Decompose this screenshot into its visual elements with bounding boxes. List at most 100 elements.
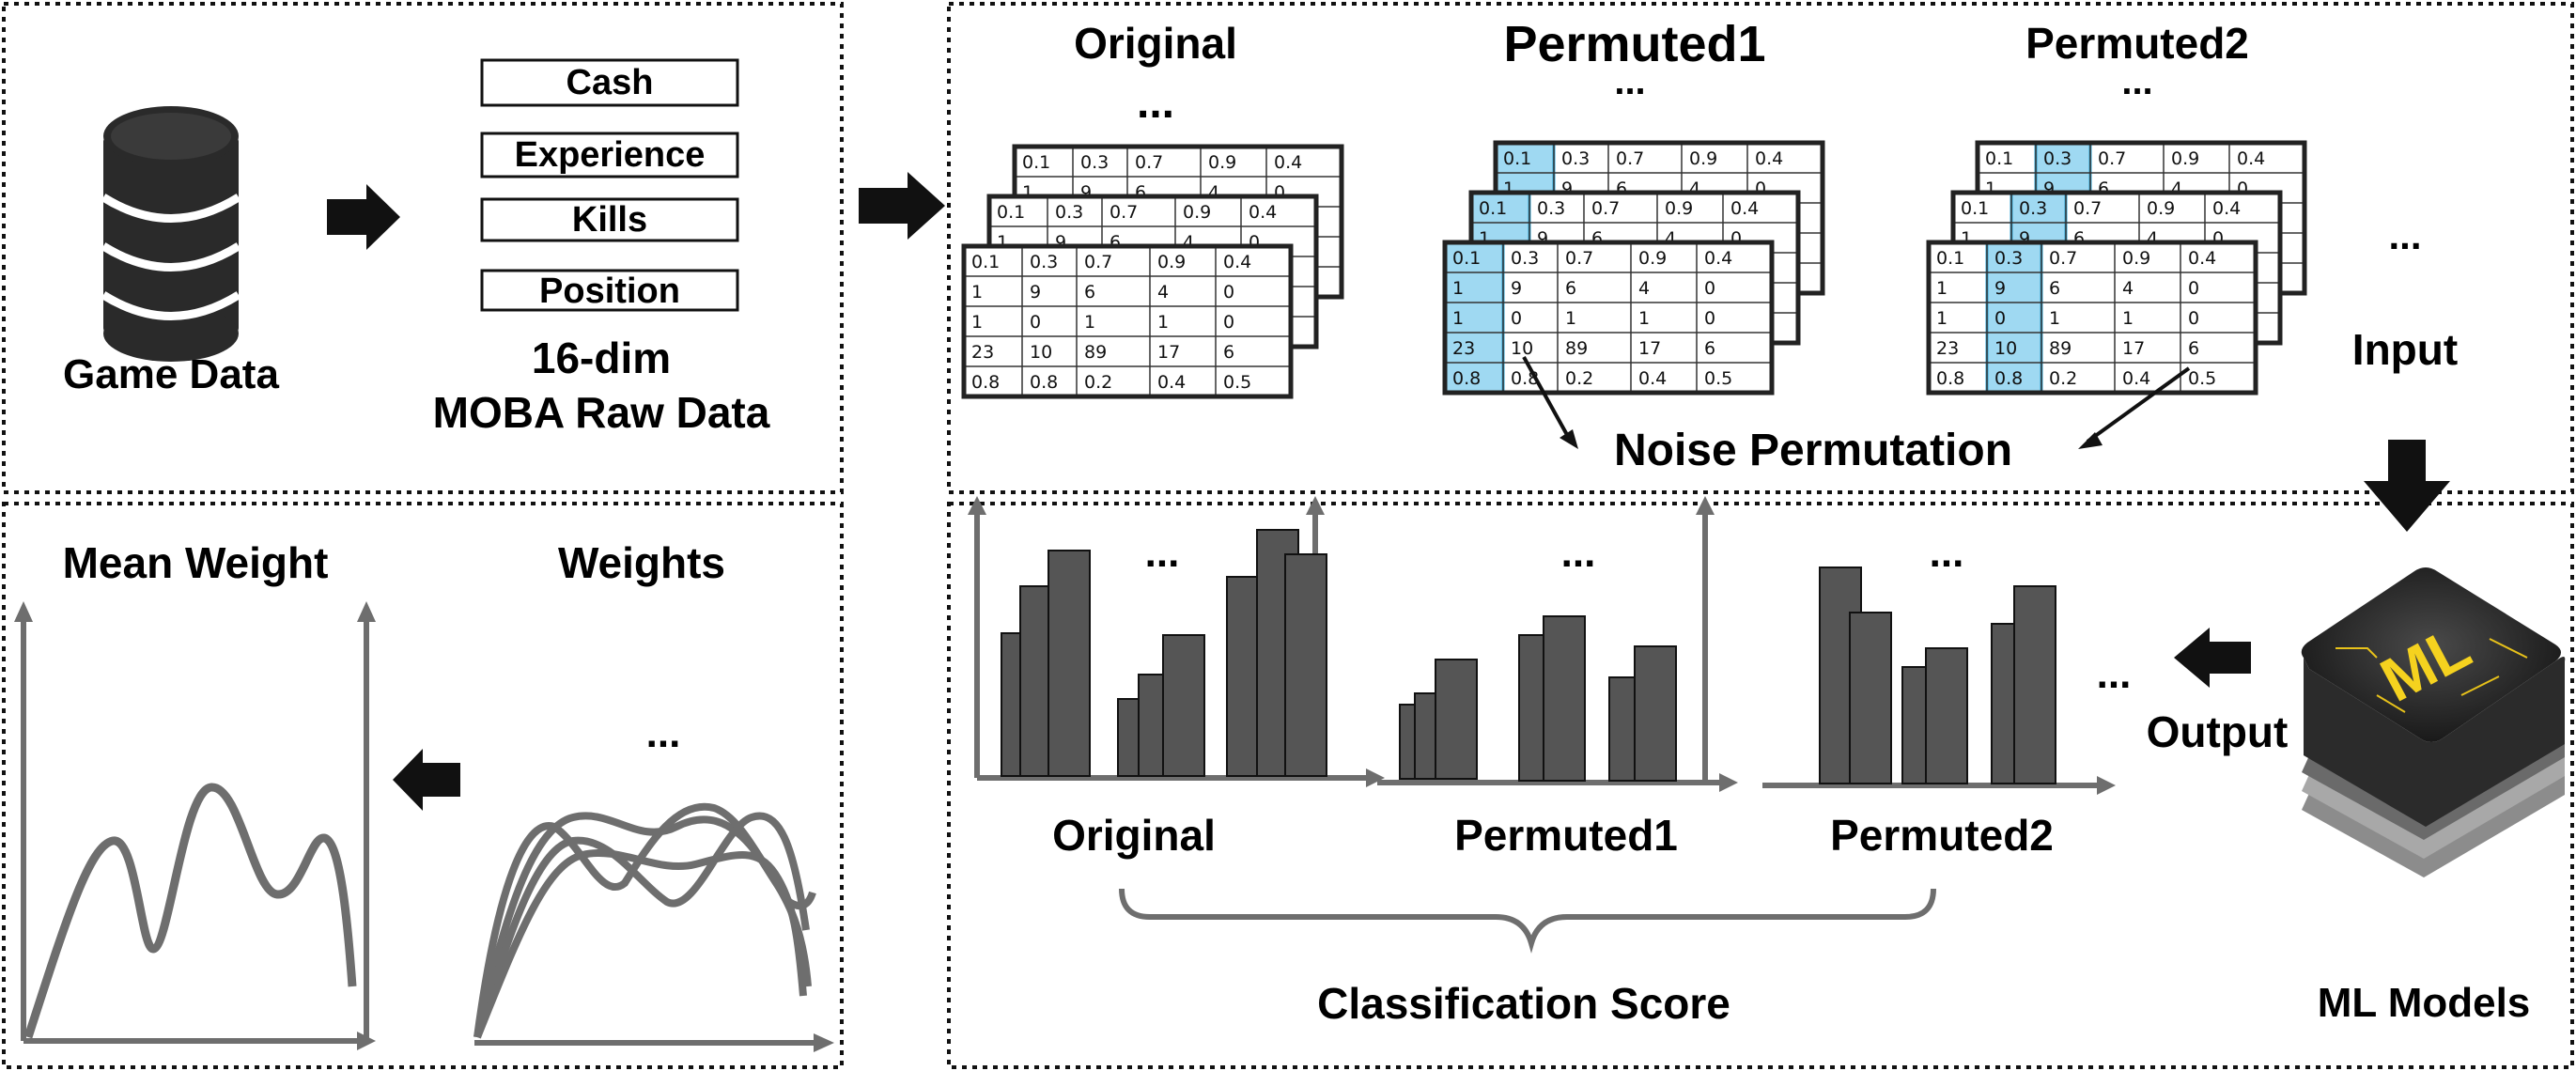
data-tables: 0.10.30.70.90.419640101102310891760.80.8… [961, 140, 2307, 399]
table-cell: 0.4 [1249, 202, 1277, 223]
score-bar [1634, 645, 1677, 782]
mean-weight-curve [23, 783, 357, 1039]
permuted1-input-label: Permuted1 [1503, 16, 1765, 72]
table-cell: 0.8 [1452, 368, 1481, 389]
ellipsis: ... [1137, 78, 1174, 128]
table-cell: 6 [1565, 278, 1576, 299]
table-cell: 6 [2188, 338, 2199, 359]
table-cell: 0.9 [1665, 198, 1693, 219]
table-cell: 1 [971, 282, 983, 303]
table-cell: 1 [1157, 312, 1169, 333]
table-cell: 0.4 [1704, 248, 1732, 269]
table-cell: 10 [1511, 338, 1533, 359]
table-cell: 0.8 [1936, 368, 1964, 389]
table-cell: 0.4 [1274, 152, 1302, 173]
table-cell: 1 [971, 312, 983, 333]
ellipsis: ... [1145, 530, 1180, 576]
table-cell: 0.3 [1537, 198, 1565, 219]
table-cell: 0.7 [1565, 248, 1593, 269]
table-border [961, 243, 1294, 399]
table-cell: 0.1 [1936, 248, 1964, 269]
weight-axes-arrowheads [14, 601, 834, 1052]
weights-label: Weights [558, 538, 725, 587]
table-cell: 0 [1704, 278, 1715, 299]
table-cell: 0.9 [1208, 152, 1236, 173]
feature-label: Cash [566, 63, 654, 102]
table-cell: 0.3 [1030, 252, 1058, 272]
mean-weight-label: Mean Weight [63, 538, 329, 587]
arrow-down-icon [2364, 440, 2450, 532]
score-bar [1162, 634, 1205, 777]
table-cell: 0.7 [1616, 148, 1644, 169]
table-cell: 0.4 [2237, 148, 2265, 169]
raw-data-title-line2: MOBA Raw Data [433, 388, 770, 437]
table-cell: 0 [1511, 308, 1522, 329]
table-cell: 0.9 [1157, 252, 1186, 272]
noise-permutation-label: Noise Permutation [1614, 426, 2012, 475]
table-cell: 0.3 [1994, 248, 2023, 269]
table-cell: 0.3 [1561, 148, 1590, 169]
score-bar [2013, 585, 2056, 784]
feature-box [480, 197, 739, 242]
table-cell: 0.3 [2043, 148, 2072, 169]
arrow-head [1560, 429, 1578, 449]
weight-axes [21, 611, 825, 1046]
score-bar [1925, 647, 1968, 784]
table-cell: 9 [1030, 282, 1041, 303]
score-bars [1001, 529, 2056, 784]
score-bar [1435, 659, 1478, 780]
table-cell: 6 [2049, 278, 2060, 299]
table-cell: 0.7 [2073, 198, 2102, 219]
table-background [964, 246, 1291, 396]
table-cell: 1 [1452, 308, 1464, 329]
table-cell: 0.4 [2122, 368, 2150, 389]
table-cell: 0.9 [1183, 202, 1211, 223]
table-border [1926, 240, 2258, 396]
weight-curves [473, 802, 816, 1039]
table-cell: 0.1 [971, 252, 1000, 272]
feature-box [480, 269, 739, 312]
table-cell: 1 [1452, 278, 1464, 299]
grouping-brace [1119, 888, 1936, 954]
arrow-left-icon [393, 749, 460, 811]
table-cell: 23 [1936, 338, 1959, 359]
score-bar [1543, 615, 1586, 782]
table-cell: 0.9 [1638, 248, 1667, 269]
arrow-head [2078, 432, 2103, 449]
table-cell: 0.2 [1565, 368, 1593, 389]
table-cell: 0 [2188, 278, 2199, 299]
table-cell: 0.4 [1157, 372, 1186, 393]
table-cell: 0.4 [1638, 368, 1667, 389]
feature-label: Experience [515, 135, 706, 175]
table-cell: 0.9 [1689, 148, 1717, 169]
pointer-arrow [1522, 356, 1573, 442]
table-cell: 10 [1994, 338, 2017, 359]
score-bar [1849, 612, 1892, 784]
arrow-right-icon [327, 184, 400, 250]
permuted2-input-label: Permuted2 [2025, 19, 2249, 68]
table-cell: 0.5 [1223, 372, 1251, 393]
score-axes [974, 505, 2104, 788]
table-border [1442, 240, 1775, 396]
output-label: Output [2147, 707, 2289, 756]
ellipsis: ... [1561, 530, 1596, 576]
ellipsis: ... [1930, 530, 1964, 576]
table-cell: 0.7 [2098, 148, 2126, 169]
table-cell: 6 [1223, 342, 1234, 363]
table-cell: 89 [1565, 338, 1588, 359]
original-input-label: Original [1074, 19, 1237, 68]
table-cell: 23 [1452, 338, 1475, 359]
ellipsis: ... [2121, 61, 2152, 102]
table-cell: 0.1 [1503, 148, 1531, 169]
table-cell: 0.3 [1511, 248, 1539, 269]
score-bar [1047, 550, 1091, 777]
feature-list: Cash Experience Kills Position [480, 58, 739, 312]
table-cell: 1 [1936, 308, 1948, 329]
table-cell: 0.3 [2019, 198, 2047, 219]
table-cell: 0.9 [2147, 198, 2175, 219]
table-cell: 0.8 [1994, 368, 2023, 389]
table-cell: 0.1 [1961, 198, 1989, 219]
